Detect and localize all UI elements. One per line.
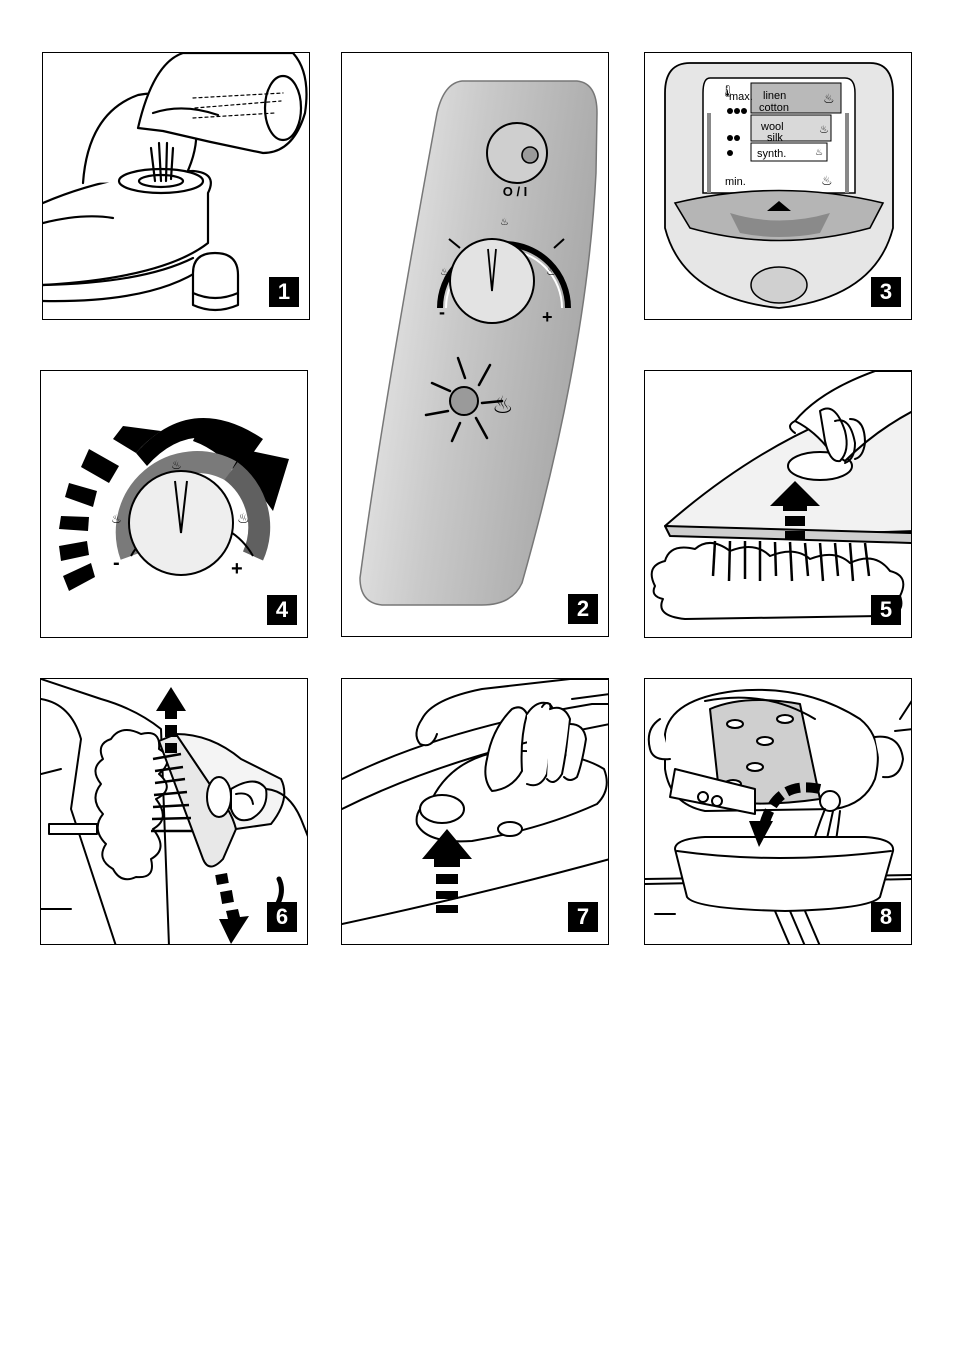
figure-number: 3 <box>871 277 901 307</box>
cotton-label: cotton <box>759 102 789 114</box>
figure-4-steam-dial: ♨ ♨ ♨ - + 4 <box>40 370 308 638</box>
dial-plus-label: + <box>542 307 553 327</box>
temperature-chart-illustration: max. linen cotton wool silk synth. min. … <box>664 62 894 309</box>
steam-min-icon: ♨ <box>111 512 122 526</box>
figure-5-steam-burst: 5 <box>644 370 912 638</box>
figure-number: 8 <box>871 902 901 932</box>
steam-dial <box>128 470 234 576</box>
steam-jets <box>151 752 193 833</box>
power-label: O / I <box>503 184 528 199</box>
dot-indicators <box>727 108 747 156</box>
control-panel-illustration: O / I ♨ ♨ ♨ - + ♨ <box>359 80 598 606</box>
round-button <box>750 266 808 304</box>
figure-number: 1 <box>269 277 299 307</box>
steam-min-icon: ♨ <box>440 267 449 278</box>
selector-arrow-icon <box>767 201 791 211</box>
water-basin <box>674 836 895 912</box>
figure-2-control-panel: O / I ♨ ♨ ♨ - + ♨ 2 <box>341 52 609 637</box>
steam-low-icon: ♨ <box>500 217 509 228</box>
dial-minus-label: - <box>113 552 120 574</box>
figure-7-press-button: 7 <box>341 678 609 945</box>
steam-low-icon: ♨ <box>815 147 823 157</box>
figure-8-empty-tank: 8 <box>644 678 912 945</box>
steam-ready-lamp <box>449 386 479 416</box>
wool-label: wool <box>760 121 784 133</box>
left-slot <box>707 113 711 193</box>
setting-row-synth <box>750 142 828 162</box>
steam-dial-illustration: ♨ ♨ ♨ - + <box>59 418 289 591</box>
steam-button-arrow <box>770 481 820 539</box>
steam-low-icon: ♨ <box>171 458 182 472</box>
pour-arrow-head <box>749 821 773 847</box>
min-label: min. <box>725 176 746 188</box>
steam-off-icon: ♨ <box>821 173 833 188</box>
figure-1-fill-water: 1 <box>42 52 310 320</box>
figure-3-temperature-chart: max. linen cotton wool silk synth. min. … <box>644 52 912 320</box>
figure-6-vertical-steam: 6 <box>40 678 308 945</box>
vertical-steam-illustration <box>41 679 307 944</box>
figure-number: 5 <box>871 595 901 625</box>
dial-plus-label: + <box>231 558 243 580</box>
max-label: max. <box>729 91 753 103</box>
steam-symbol-icon: ♨ <box>492 392 514 419</box>
empty-tank-illustration <box>645 688 911 944</box>
synth-label: synth. <box>757 148 786 160</box>
fill-water-illustration <box>43 53 308 312</box>
steam-dial <box>449 238 535 324</box>
steam-mid-icon: ♨ <box>819 124 829 136</box>
steam-max-icon: ♨ <box>237 510 250 526</box>
steam-burst-illustration <box>650 371 911 620</box>
press-button-illustration <box>342 679 608 925</box>
press-arrow <box>422 829 472 913</box>
silk-label: silk <box>767 132 783 144</box>
thermometer-icon: 🌡 <box>720 84 735 98</box>
steam-cloud <box>94 729 169 881</box>
right-slot <box>845 113 849 193</box>
up-down-arrows <box>156 687 249 944</box>
figure-number: 4 <box>267 595 297 625</box>
figure-number: 7 <box>568 902 598 932</box>
linen-label: linen <box>763 90 786 102</box>
setting-row-wool <box>750 114 832 142</box>
dial-minus-label: - <box>439 302 445 322</box>
steam-max-icon: ♨ <box>546 264 557 278</box>
power-indicator-light <box>521 146 539 164</box>
temperature-selector-knob <box>673 189 885 242</box>
pour-arrow <box>758 782 822 831</box>
figure-number: 6 <box>267 902 297 932</box>
setting-row-linen <box>750 82 842 114</box>
steam-ready-lamp-rays <box>424 356 504 443</box>
control-panel-surface <box>359 80 598 606</box>
steam-jets <box>711 540 871 582</box>
figure-number: 2 <box>568 594 598 624</box>
power-button <box>486 122 548 184</box>
steam-max-icon: ♨ <box>823 91 835 106</box>
